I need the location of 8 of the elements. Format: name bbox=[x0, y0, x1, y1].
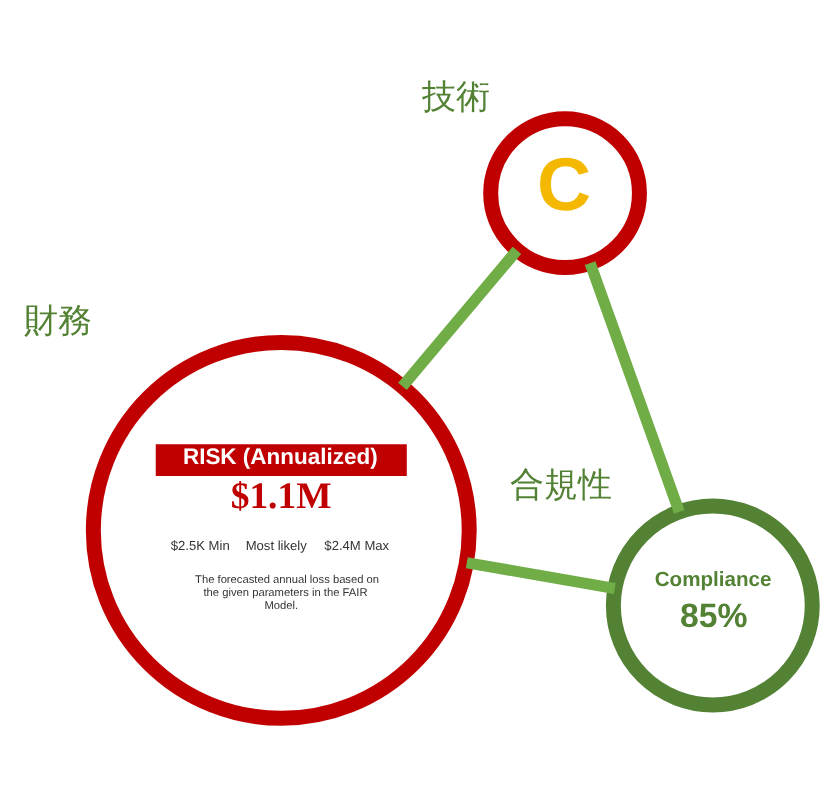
node-circle: Compliance 85% bbox=[605, 498, 820, 713]
node-label: 合規性 bbox=[510, 465, 613, 504]
connector bbox=[398, 246, 522, 390]
connector bbox=[465, 557, 616, 594]
node-circle: C bbox=[483, 111, 647, 275]
node-label: 技術 bbox=[421, 78, 490, 117]
connector bbox=[584, 261, 685, 514]
node-label: 財務 bbox=[23, 301, 92, 340]
